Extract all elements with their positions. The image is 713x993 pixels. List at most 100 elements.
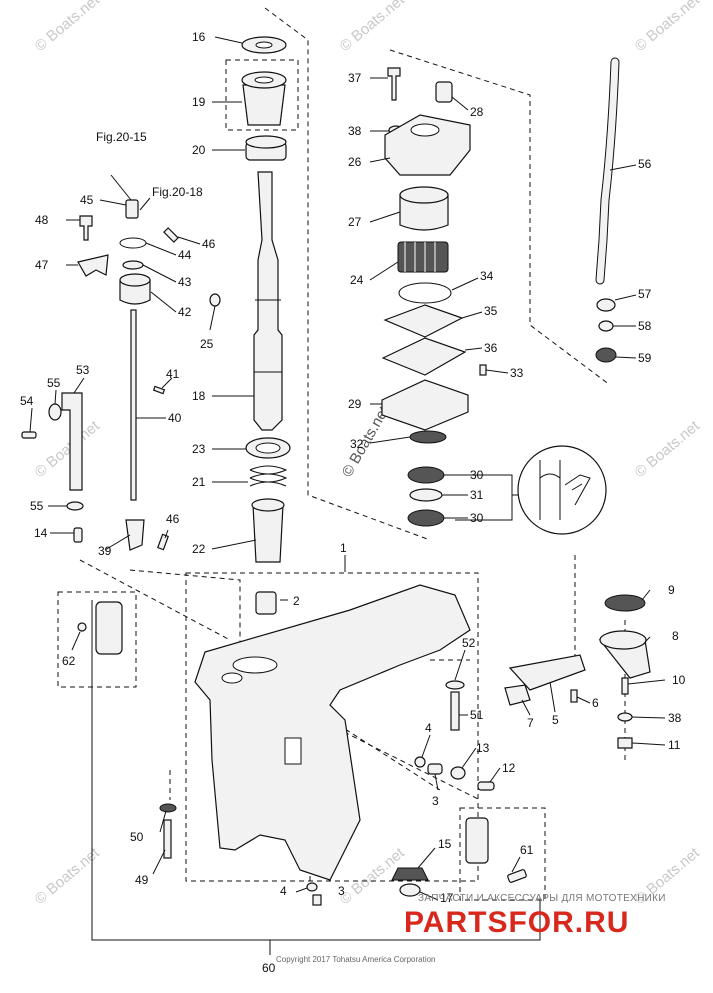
part-label-52[interactable]: 52: [462, 636, 476, 650]
copyright-text: Copyright 2017 Tohatsu America Corporati…: [276, 955, 436, 964]
part-label-10[interactable]: 10: [672, 673, 686, 687]
part-label-40[interactable]: 40: [168, 411, 182, 425]
part-label-43[interactable]: 43: [178, 275, 192, 289]
part-label-7[interactable]: 7: [527, 716, 534, 730]
part-label-47[interactable]: 47: [35, 258, 49, 272]
part-shapes: [21, 36, 651, 906]
part-label-21[interactable]: 21: [192, 475, 206, 489]
pin-41: [152, 385, 166, 395]
part-label-28[interactable]: 28: [470, 105, 484, 119]
part-label-6[interactable]: 6: [592, 696, 599, 710]
plate-5: [508, 654, 586, 691]
part-label-38[interactable]: 38: [348, 124, 362, 138]
part-label-30b[interactable]: 30: [470, 511, 484, 525]
part-label-35[interactable]: 35: [484, 304, 498, 318]
part-label-53[interactable]: 53: [76, 363, 90, 377]
part-label-3[interactable]: 3: [432, 794, 439, 808]
screw-3: [427, 763, 443, 775]
part-label-62[interactable]: 62: [62, 654, 76, 668]
part-label-56[interactable]: 56: [638, 157, 652, 171]
part-label-49[interactable]: 49: [135, 873, 149, 887]
part-label-20[interactable]: 20: [192, 143, 206, 157]
plate-35: [383, 304, 464, 338]
part-label-9[interactable]: 9: [668, 583, 675, 597]
part-label-2[interactable]: 2: [293, 594, 300, 608]
part-label-18[interactable]: 18: [192, 389, 206, 403]
part-label-32[interactable]: 32: [350, 437, 364, 451]
part-label-50[interactable]: 50: [130, 830, 144, 844]
brand-tagline: ЗАПЧАСТИ И АКСЕССУАРЫ ДЛЯ МОТОТЕХНИКИ: [418, 893, 666, 904]
part-label-19[interactable]: 19: [192, 95, 206, 109]
part-label-23[interactable]: 23: [192, 442, 206, 456]
bushing-42: [119, 279, 151, 305]
part-label-55b[interactable]: 55: [30, 499, 44, 513]
part-label-41[interactable]: 41: [166, 367, 180, 381]
clip-55b: [66, 501, 84, 511]
part-label-37[interactable]: 37: [348, 71, 362, 85]
watermark: © Boats.net: [32, 417, 104, 481]
part-label-59[interactable]: 59: [638, 351, 652, 365]
gasket-36: [381, 337, 467, 376]
washer-31: [409, 488, 443, 502]
part-label-27[interactable]: 27: [348, 215, 362, 229]
o-ring-43: [122, 260, 144, 270]
washer-52: [445, 680, 465, 690]
part-label-61[interactable]: 61: [520, 843, 534, 857]
part-label-58[interactable]: 58: [638, 319, 652, 333]
bracket-30: [455, 474, 513, 521]
part-label-17[interactable]: 17: [440, 891, 454, 905]
part-label-45[interactable]: 45: [80, 193, 94, 207]
part-label-39[interactable]: 39: [98, 544, 112, 558]
part-label-13[interactable]: 13: [476, 741, 490, 755]
part-label-5[interactable]: 5: [552, 713, 559, 727]
part-label-11[interactable]: 11: [668, 738, 681, 752]
plate-29: [381, 379, 469, 431]
group-box-1: [185, 572, 479, 882]
assembly-line-pump: [389, 49, 611, 386]
part-label-33[interactable]: 33: [510, 366, 524, 380]
part-label-60[interactable]: 60: [262, 961, 276, 975]
part-label-48[interactable]: 48: [35, 213, 49, 227]
part-label-34[interactable]: 34: [480, 269, 494, 283]
part-label-30a[interactable]: 30: [470, 468, 484, 482]
part-label-29[interactable]: 29: [348, 397, 362, 411]
ref-fig-20-18[interactable]: Fig.20-18: [152, 185, 203, 199]
part-label-15[interactable]: 15: [438, 837, 452, 851]
gear-19: [242, 84, 286, 126]
ref-fig-20-15[interactable]: Fig.20-15: [96, 130, 147, 144]
clip-55: [48, 403, 62, 421]
nut-11: [617, 737, 633, 749]
rod-53: [61, 392, 83, 491]
grommet-57: [596, 298, 616, 312]
part-label-4[interactable]: 4: [425, 721, 432, 735]
part-label-36[interactable]: 36: [484, 341, 498, 355]
part-label-55[interactable]: 55: [47, 376, 61, 390]
bolt-37: [387, 67, 401, 101]
washer-4b: [306, 882, 318, 892]
spring-21: [249, 465, 288, 487]
nut-17: [399, 883, 421, 897]
part-label-24[interactable]: 24: [350, 273, 364, 287]
brand-logo-text[interactable]: PARTSFOR.RU: [404, 906, 630, 939]
part-label-12[interactable]: 12: [502, 761, 516, 775]
part-label-25[interactable]: 25: [200, 337, 214, 351]
part-label-4b[interactable]: 4: [280, 884, 287, 898]
part-label-16[interactable]: 16: [192, 30, 206, 44]
part-label-3b[interactable]: 3: [338, 884, 345, 898]
part-label-26[interactable]: 26: [348, 155, 362, 169]
part-label-57[interactable]: 57: [638, 287, 652, 301]
part-label-22[interactable]: 22: [192, 542, 206, 556]
part-label-51[interactable]: 51: [470, 708, 484, 722]
part-label-42[interactable]: 42: [178, 305, 192, 319]
part-label-38b[interactable]: 38: [668, 711, 682, 725]
part-label-14[interactable]: 14: [34, 526, 48, 540]
part-label-44[interactable]: 44: [178, 248, 192, 262]
part-label-8[interactable]: 8: [672, 629, 679, 643]
part-label-46[interactable]: 46: [202, 237, 216, 251]
part-label-54[interactable]: 54: [20, 394, 34, 408]
part-label-1[interactable]: 1: [340, 541, 347, 555]
part-label-46b[interactable]: 46: [166, 512, 180, 526]
labels: Fig.20-15 Fig.20-18 1 2 3 3 4 4 5 6 7 8 …: [20, 30, 686, 975]
seal-58: [598, 320, 614, 332]
part-label-31[interactable]: 31: [470, 488, 484, 502]
